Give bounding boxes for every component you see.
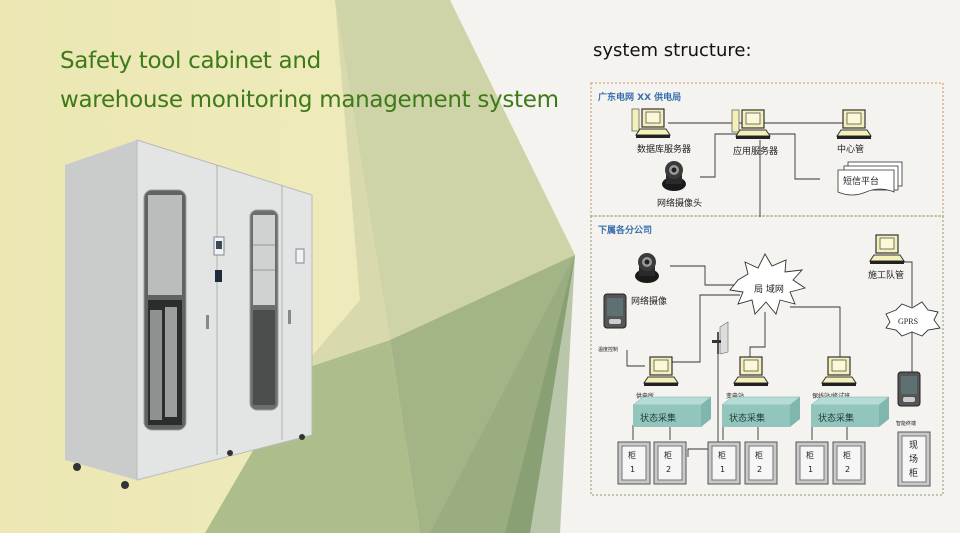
station-3-cabinet-2	[832, 441, 866, 485]
cab-label: 柜	[628, 450, 636, 460]
station-2-cabinet-2	[744, 441, 778, 485]
cab-num: 2	[845, 465, 850, 474]
branch-network-camera-label: 网络摄像	[631, 295, 667, 307]
cab-num: 1	[630, 465, 635, 474]
system-structure-diagram: 广东电网 XX 供电局 下属各分公司 数据库服务器 应用服务器 中心管 短信平台…	[590, 82, 944, 496]
center-mgmt-label: 中心管	[837, 143, 864, 155]
station-2-name: 变电站	[726, 392, 744, 400]
station-3-pc-icon	[821, 356, 857, 387]
sms-platform-icon	[837, 161, 903, 196]
smart-terminal-pda-icon	[897, 371, 921, 407]
gprs-label: GPRS	[898, 317, 918, 326]
branch-group-frame	[590, 215, 944, 496]
cab-label: 柜	[806, 450, 814, 460]
branch-network-camera-icon	[635, 253, 659, 283]
station-3-collector-label: 状态采集	[818, 412, 854, 424]
hq-group-label: 广东电网 XX 供电局	[598, 91, 681, 103]
temp-control-pda-icon	[603, 293, 627, 329]
field-cabinet	[897, 431, 931, 487]
temp-control-label: 温度控制	[598, 346, 618, 353]
cab-num: 2	[666, 465, 671, 474]
field-cabinet-char-3: 柜	[909, 467, 918, 479]
field-cabinet-char-1: 现	[909, 440, 918, 451]
cab-num: 1	[720, 465, 725, 474]
cab-num: 1	[808, 465, 813, 474]
cab-label: 柜	[843, 450, 851, 460]
lan-label: 局 域网	[754, 283, 784, 295]
db-server-label: 数据库服务器	[637, 143, 691, 155]
app-server-icon	[731, 109, 771, 140]
center-mgmt-icon	[836, 109, 872, 140]
smart-terminal-label: 智能终端	[896, 420, 916, 427]
wireless-antenna-icon	[712, 321, 729, 355]
station-3-name: 保线站/修试班	[812, 392, 850, 400]
cab-label: 柜	[718, 450, 726, 460]
station-2-collector-label: 状态采集	[729, 412, 765, 424]
construction-team-label: 施工队管	[868, 269, 904, 281]
station-1-name: 供电所	[636, 392, 654, 400]
app-server-label: 应用服务器	[733, 145, 778, 157]
cab-label: 柜	[664, 450, 672, 460]
station-3-cabinet-1	[795, 441, 829, 485]
station-2-pc-icon	[733, 356, 769, 387]
station-1-pc-icon	[643, 356, 679, 387]
sms-platform-label: 短信平台	[843, 175, 879, 187]
branch-group-label: 下属各分公司	[598, 224, 652, 236]
field-cabinet-char-2: 场	[909, 454, 918, 465]
lan-cloud-icon	[729, 253, 807, 315]
station-2-cabinet-1	[707, 441, 741, 485]
hq-network-camera-label: 网络摄像头	[657, 197, 702, 209]
title-line-2: warehouse monitoring management system	[60, 87, 559, 113]
cabinet-image	[65, 139, 313, 489]
structure-heading: system structure:	[593, 40, 752, 61]
station-1-collector-label: 状态采集	[640, 412, 676, 424]
gprs-cloud-icon	[885, 301, 941, 337]
title-line-1: Safety tool cabinet and	[60, 48, 321, 74]
station-1-cabinet-1	[617, 441, 651, 485]
db-server-icon	[631, 108, 671, 139]
cab-label: 柜	[755, 450, 763, 460]
slide-title: Safety tool cabinet and warehouse monito…	[60, 42, 559, 120]
construction-team-icon	[869, 234, 905, 265]
station-1-cabinet-2	[653, 441, 687, 485]
hq-network-camera-icon	[662, 161, 686, 191]
cab-num: 2	[757, 465, 762, 474]
